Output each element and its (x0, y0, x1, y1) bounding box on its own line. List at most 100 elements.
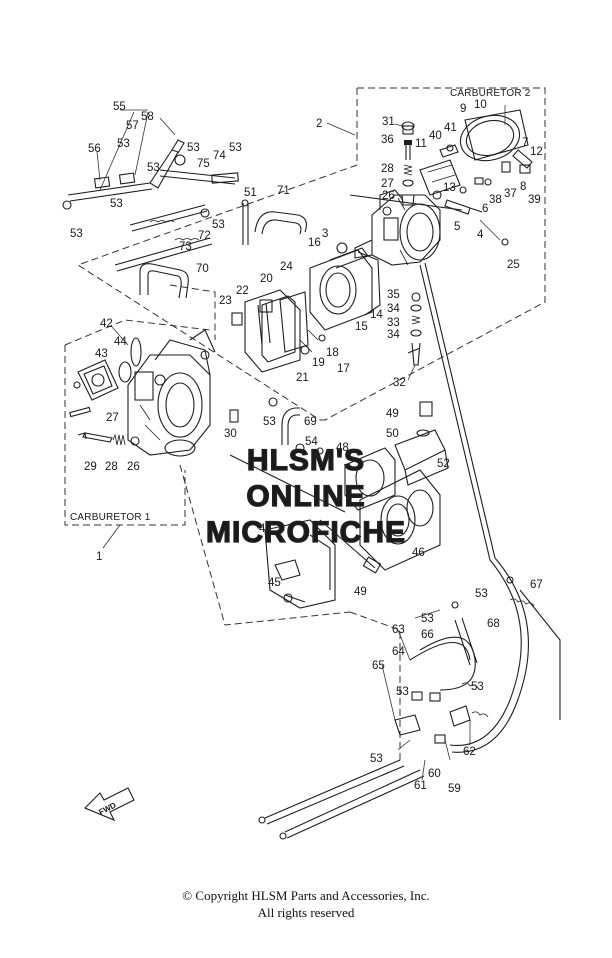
callout-42: 42 (100, 318, 113, 330)
carburetor-1-needle-stack (77, 409, 239, 446)
callout-58: 58 (141, 111, 154, 123)
callout-53-f: 53 (229, 142, 242, 154)
callout-43: 43 (95, 348, 108, 360)
callout-53-b: 53 (110, 198, 123, 210)
callout-53-k: 53 (396, 686, 409, 698)
callout-63: 63 (392, 624, 405, 636)
callout-27: 27 (381, 178, 394, 190)
callout-67: 67 (530, 579, 543, 591)
callout-28: 28 (381, 163, 394, 175)
carburetor-2-intake-stack (231, 242, 381, 373)
callout-53-g: 53 (212, 219, 225, 231)
copyright-line: © Copyright HLSM Parts and Accessories, … (182, 888, 430, 903)
leader-lines (96, 105, 506, 781)
callout-34: 34 (387, 303, 400, 315)
callout-59: 59 (448, 783, 461, 795)
callout-49-upper: 49 (386, 408, 399, 420)
callout-47: 47 (259, 523, 272, 535)
callout-66: 66 (421, 629, 434, 641)
callout-18: 18 (326, 347, 339, 359)
callout-60: 60 (428, 768, 441, 780)
callout-26: 26 (382, 190, 395, 202)
callout-52: 52 (437, 458, 450, 470)
hose-70 (139, 263, 189, 299)
part-callouts: 1 2 3 4 5 6 7 8 9 10 11 12 13 14 15 16 1… (70, 99, 543, 795)
throttle-choke-cables (258, 557, 561, 840)
carburetor-1-diaphragm (69, 337, 142, 418)
callout-44: 44 (114, 336, 127, 348)
callout-36: 36 (381, 134, 394, 146)
callout-6: 6 (482, 203, 488, 215)
callout-35: 35 (387, 289, 400, 301)
watermark-line-2: ONLINE (246, 480, 365, 513)
callout-49: 49 (354, 586, 367, 598)
callout-20: 20 (260, 273, 273, 285)
part-51-fitting (241, 199, 249, 245)
fwd-label: FWD (97, 801, 118, 817)
callout-40: 40 (429, 130, 442, 142)
callout-57: 57 (126, 120, 139, 132)
callout-37: 37 (504, 188, 517, 200)
callout-25: 25 (507, 259, 520, 271)
callout-53-i: 53 (475, 588, 488, 600)
callout-65: 65 (372, 660, 385, 672)
carburetor-2-side-stack (407, 292, 422, 366)
callout-33: 33 (387, 317, 400, 329)
callout-22: 22 (236, 285, 249, 297)
rights-line: All rights reserved (257, 905, 355, 920)
callout-29: 29 (84, 461, 97, 473)
callout-53-m: 53 (370, 753, 383, 765)
callout-11: 11 (415, 138, 427, 150)
callout-13: 13 (443, 182, 456, 194)
callout-69: 69 (304, 416, 317, 428)
callout-75: 75 (197, 158, 210, 170)
callout-64: 64 (392, 646, 405, 658)
callout-27-carb1: 27 (106, 412, 119, 424)
callout-16: 16 (308, 237, 321, 249)
callout-21: 21 (296, 372, 309, 384)
callout-31: 31 (382, 116, 395, 128)
watermark-line-3: MICROFICHE (206, 516, 406, 549)
callout-73: 73 (179, 241, 192, 253)
callout-7: 7 (522, 137, 528, 149)
callout-53-h: 53 (263, 416, 276, 428)
callout-51: 51 (244, 187, 257, 199)
callout-45: 45 (268, 577, 281, 589)
callout-55: 55 (113, 101, 126, 113)
callout-3: 3 (322, 228, 328, 240)
callout-54: 54 (305, 436, 318, 448)
callout-53-c: 53 (117, 138, 130, 150)
callout-50: 50 (386, 428, 399, 440)
hose-69 (268, 397, 300, 445)
callout-10: 10 (474, 99, 487, 111)
callout-5: 5 (454, 221, 460, 233)
watermark: HLSM'S ONLINE MICROFICHE (205, 443, 406, 549)
callout-53-j: 53 (421, 613, 434, 625)
callout-24: 24 (280, 261, 293, 273)
callout-23: 23 (219, 295, 232, 307)
carburetor-1-label: CARBURETOR 1 (70, 512, 151, 523)
callout-1: 1 (96, 551, 102, 563)
callout-41: 41 (444, 122, 457, 134)
hose-71 (254, 211, 307, 235)
callout-14: 14 (370, 309, 383, 321)
callout-74: 74 (213, 150, 226, 162)
callout-72: 72 (198, 230, 211, 242)
callout-39: 39 (528, 194, 541, 206)
mounting-bracket-45 (229, 454, 382, 609)
callout-38: 38 (489, 194, 502, 206)
intake-manifold-group (344, 401, 449, 571)
part-48-54 (295, 443, 324, 455)
fuel-hose-assembly (62, 139, 239, 272)
callout-71: 71 (277, 185, 290, 197)
callout-15: 15 (355, 321, 368, 333)
callout-2: 2 (316, 118, 322, 130)
callout-61: 61 (414, 780, 427, 792)
callout-48: 48 (336, 442, 349, 454)
carburetor-2-top-hardware (401, 121, 415, 206)
callout-70: 70 (196, 263, 209, 275)
carburetor-2-small-parts (432, 149, 533, 246)
lower-group-outline (179, 464, 401, 760)
callout-53-e: 53 (187, 142, 200, 154)
